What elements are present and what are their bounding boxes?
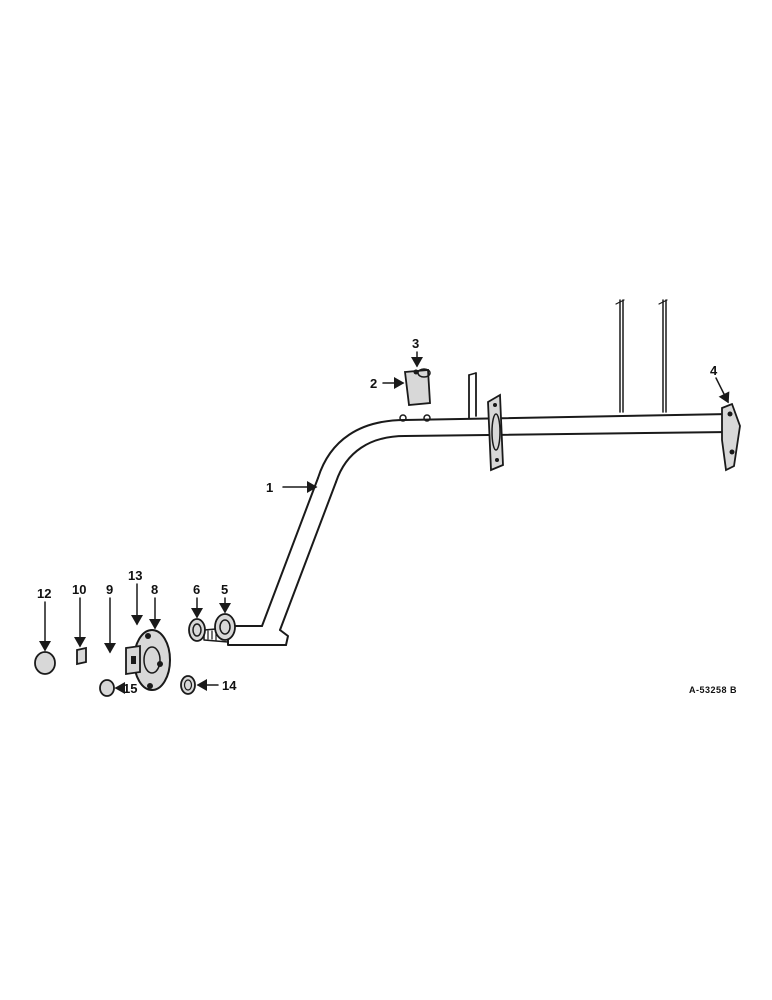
bearing-cup-part-5 — [214, 613, 236, 641]
callout-6: 6 — [193, 582, 200, 597]
callout-1: 1 — [266, 480, 273, 495]
tube-post — [468, 372, 477, 419]
callout-9: 9 — [106, 582, 113, 597]
clamp-bracket-part-2 — [403, 368, 431, 406]
seal-part-6 — [188, 618, 206, 642]
end-bracket-part-4 — [721, 402, 741, 472]
callout-14: 14 — [222, 678, 237, 693]
callout-2: 2 — [370, 376, 377, 391]
spacer-part-14 — [180, 675, 196, 695]
hub-cap-part-12 — [34, 651, 56, 675]
callout-10: 10 — [72, 582, 86, 597]
leader-lines — [39, 351, 730, 694]
callout-12: 12 — [37, 586, 51, 601]
upright-rods — [615, 299, 668, 413]
reference-code: A-53258 B — [689, 685, 737, 695]
callout-13: 13 — [128, 568, 142, 583]
callout-8: 8 — [151, 582, 158, 597]
mounting-flange — [487, 393, 504, 472]
callout-15: 15 — [123, 681, 137, 696]
wheel-hub-part-8 — [125, 629, 171, 691]
callout-5: 5 — [221, 582, 228, 597]
callout-4: 4 — [710, 363, 718, 378]
nut-part-10 — [76, 646, 87, 666]
bearing-part-15 — [99, 679, 115, 697]
axle-tube — [203, 413, 731, 646]
callout-3: 3 — [412, 336, 419, 351]
